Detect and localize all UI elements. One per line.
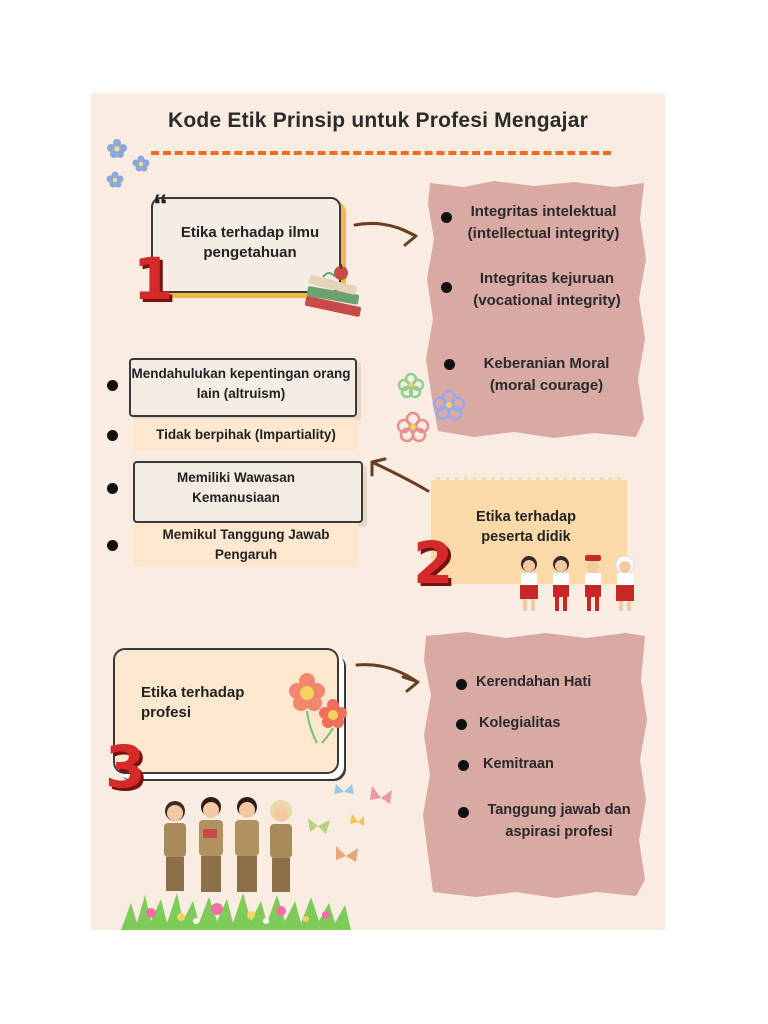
arrow-right-icon [355, 663, 420, 693]
section2-item-1-box [129, 358, 357, 417]
section1-heading: Etika terhadap ilmu pengetahuan [180, 224, 320, 261]
quote-mark: “ [153, 189, 168, 222]
bullet [441, 282, 452, 293]
section2-item-3-box [133, 461, 363, 523]
teachers-icon [164, 797, 292, 892]
bullet [444, 359, 455, 370]
section1-item-3: Keberanian Moral (moral courage) [483, 355, 610, 394]
title-dashed-underline [151, 151, 611, 155]
bullet [107, 540, 118, 551]
section1-item-2: Integritas kejuruan (vocational integrit… [473, 270, 621, 309]
section2-item-3: Memiliki Wawasan Kemanusiaan [176, 470, 296, 505]
section1-torn-panel [426, 181, 646, 438]
bullet [456, 679, 467, 690]
section1-card [151, 197, 341, 293]
infographic-poster: Kode Etik Prinsip untuk Profesi Mengajar… [91, 93, 665, 930]
section2-item-4-box [133, 523, 359, 567]
section3-item-4: Tanggung jawab dan aspirasi profesi [487, 802, 631, 840]
section2-heading: Etika terhadap peserta didik [476, 509, 576, 545]
books-icon [304, 264, 362, 317]
section2-item-2-box [133, 419, 359, 451]
flower-doodles-icon [396, 372, 466, 443]
page-title: Kode Etik Prinsip untuk Profesi Mengajar [168, 109, 588, 132]
bullet [441, 212, 452, 223]
students-icon [520, 555, 635, 611]
section2-item-1: Mendahulukan kepentingan orang lain (alt… [131, 366, 351, 401]
grass-flowers-icon [121, 893, 351, 930]
section2-number: 2 [413, 529, 454, 597]
section3-heading: Etika terhadap profesi [141, 684, 245, 721]
section2-item-4: Memikul Tanggung Jawab Pengaruh [162, 527, 330, 562]
section1-number: 1 [133, 245, 174, 313]
arrow-left-icon [370, 457, 430, 493]
butterflies-icon [308, 784, 392, 862]
section3-torn-panel [423, 632, 647, 898]
flower-icon [289, 673, 347, 744]
bullet [107, 430, 118, 441]
bullet [107, 380, 118, 391]
arrow-right-icon [353, 221, 418, 247]
section3-item-1: Kerendahan Hati [476, 674, 592, 690]
bullet [458, 807, 469, 818]
bullet [458, 760, 469, 771]
section2-item-2: Tidak berpihak (Impartiality) [156, 427, 336, 442]
bullet [456, 719, 467, 730]
blue-flowers-icon [106, 139, 150, 188]
section1-item-1: Integritas intelektual (intellectual int… [467, 203, 620, 242]
section3-number: 3 [105, 733, 146, 801]
bullet [107, 483, 118, 494]
section3-item-2: Kolegialitas [479, 715, 561, 731]
section3-item-3: Kemitraan [483, 756, 554, 772]
